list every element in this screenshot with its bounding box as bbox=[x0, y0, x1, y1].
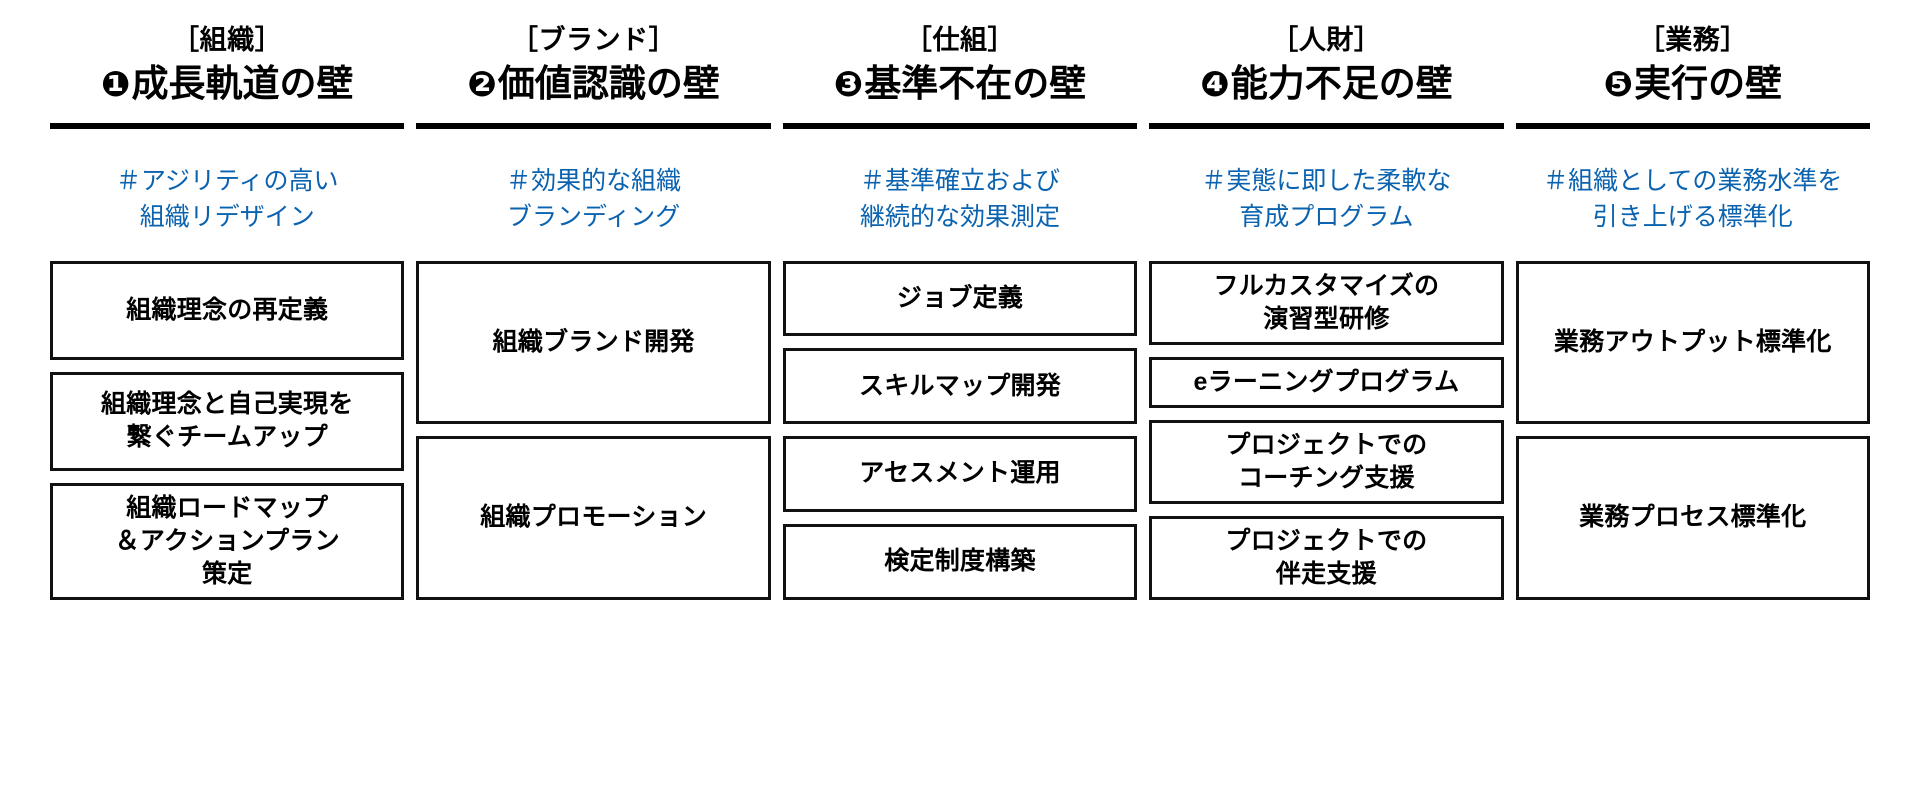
initiative-box[interactable]: 業務プロセス標準化 bbox=[1515, 436, 1870, 600]
initiative-box[interactable]: 組織プロモーション bbox=[416, 436, 771, 600]
column-tagline: ＃効果的な組織 ブランディング bbox=[506, 166, 682, 231]
column-talent: ［人財］ ❹能力不足の壁 ＃実態に即した柔軟な 育成プログラムフルカスタマイズの 演… bbox=[1149, 22, 1504, 600]
column-header-rule bbox=[416, 122, 771, 129]
column-header-brand: ［ブランド］ ❷価値認識の壁 bbox=[416, 22, 771, 129]
column-number-badge: ❸ bbox=[833, 65, 864, 105]
column-tagline: ＃組織としての業務水準を 引き上げる標準化 bbox=[1543, 166, 1843, 231]
column-box-list: 組織理念の再定義組織理念と自己実現を 繋ぐチームアップ組織ロードマップ ＆アクシ… bbox=[50, 260, 405, 600]
column-number-badge: ❷ bbox=[467, 65, 497, 105]
column-header-talent: ［人財］ ❹能力不足の壁 bbox=[1149, 22, 1504, 129]
column-title-text: 基準不在の壁 bbox=[864, 63, 1087, 105]
column-title-text: 成長軌道の壁 bbox=[131, 63, 354, 105]
column-tagline: ＃実態に即した柔軟な 育成プログラム bbox=[1201, 166, 1452, 231]
initiative-box[interactable]: eラーニングプログラム bbox=[1149, 356, 1504, 408]
column-category-label: ［業務］ bbox=[1637, 25, 1748, 55]
column-header-operations: ［業務］❺実行の壁 bbox=[1515, 22, 1870, 129]
initiative-box[interactable]: スキルマップ開発 bbox=[782, 348, 1138, 425]
initiative-box[interactable]: プロジェクトでの 伴走支援 bbox=[1149, 515, 1504, 600]
column-title-text: 実行の壁 bbox=[1634, 63, 1783, 105]
initiative-box[interactable]: プロジェクトでの コーチング支援 bbox=[1149, 419, 1504, 504]
column-box-list: フルカスタマイズの 演習型研修 eラーニングプログラムプロジェクトでの コーチング… bbox=[1149, 260, 1504, 600]
column-title: ❶成長軌道の壁 bbox=[50, 60, 404, 108]
column-box-list: 組織ブランド開発組織プロモーション bbox=[416, 260, 771, 600]
column-number-badge: ❶ bbox=[100, 65, 131, 105]
column-grid: ［組織］ ❶成長軌道の壁 ＃アジリティの高い 組織リデザイン組織理念の再定義組織理念… bbox=[50, 0, 1870, 600]
initiative-box[interactable]: ジョブ定義 bbox=[782, 260, 1138, 337]
column-system: ［仕組］ ❸基準不在の壁 ＃基準確立および 継続的な効果測定ジョブ定義スキルマップ開… bbox=[782, 22, 1138, 600]
column-category-label: ［人財］ bbox=[1271, 25, 1382, 55]
column-title: ❸基準不在の壁 bbox=[783, 60, 1137, 108]
column-header-rule bbox=[782, 122, 1138, 129]
column-number-badge: ❹ bbox=[1200, 65, 1230, 105]
column-header-rule bbox=[1149, 122, 1504, 129]
column-header-organization: ［組織］ ❶成長軌道の壁 bbox=[50, 22, 405, 129]
column-title-text: 能力不足の壁 bbox=[1230, 63, 1453, 105]
column-header-rule bbox=[1515, 122, 1870, 129]
column-title: ❹能力不足の壁 bbox=[1149, 60, 1503, 108]
column-category-label: ［組織］ bbox=[172, 25, 283, 55]
initiative-box[interactable]: 業務アウトプット標準化 bbox=[1515, 260, 1870, 425]
column-organization: ［組織］ ❶成長軌道の壁 ＃アジリティの高い 組織リデザイン組織理念の再定義組織理念… bbox=[50, 22, 405, 600]
column-title: ❺実行の壁 bbox=[1516, 60, 1870, 108]
initiative-box[interactable]: フルカスタマイズの 演習型研修 bbox=[1149, 260, 1504, 345]
initiative-box[interactable]: 組織理念の再定義 bbox=[50, 260, 405, 360]
column-box-list: 業務アウトプット標準化業務プロセス標準化 bbox=[1515, 260, 1870, 600]
column-header-rule bbox=[50, 122, 405, 129]
initiative-box[interactable]: アセスメント運用 bbox=[782, 436, 1138, 512]
column-title-text: 価値認識の壁 bbox=[497, 63, 720, 105]
column-header-system: ［仕組］ ❸基準不在の壁 bbox=[782, 22, 1138, 129]
column-brand: ［ブランド］ ❷価値認識の壁 ＃効果的な組織 ブランディング組織ブランド開発組織プロ… bbox=[416, 22, 771, 600]
initiative-box[interactable]: 組織ロードマップ ＆アクションプラン 策定 bbox=[50, 482, 405, 600]
column-tagline: ＃基準確立および 継続的な効果測定 bbox=[859, 166, 1060, 231]
column-category-label: ［ブランド］ bbox=[510, 25, 677, 55]
initiative-box[interactable]: 検定制度構築 bbox=[782, 523, 1138, 600]
initiative-box[interactable]: 組織ブランド開発 bbox=[416, 260, 771, 425]
column-operations: ［業務］❺実行の壁＃組織としての業務水準を 引き上げる標準化業務アウトプット標準… bbox=[1515, 22, 1870, 600]
column-category-label: ［仕組］ bbox=[904, 25, 1016, 55]
column-number-badge: ❺ bbox=[1603, 65, 1634, 105]
initiative-box[interactable]: 組織理念と自己実現を 繋ぐチームアップ bbox=[50, 371, 405, 471]
column-box-list: ジョブ定義スキルマップ開発アセスメント運用検定制度構築 bbox=[782, 260, 1138, 600]
column-title: ❷価値認識の壁 bbox=[416, 60, 770, 108]
column-tagline: ＃アジリティの高い 組織リデザイン bbox=[115, 166, 339, 231]
